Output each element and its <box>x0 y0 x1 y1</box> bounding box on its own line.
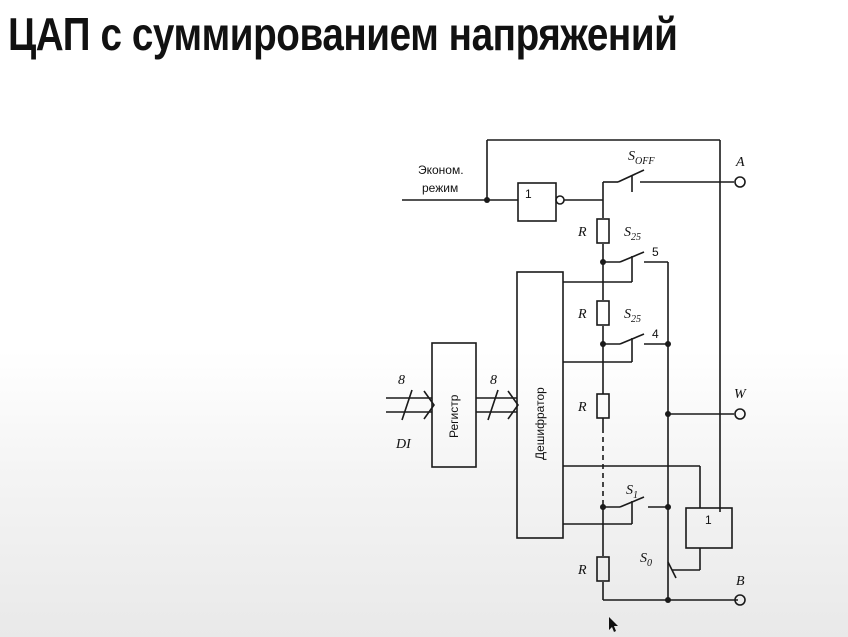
switch-1 <box>563 496 671 525</box>
switch-0-label: S0 <box>640 551 652 569</box>
resistor-4-label: R <box>577 563 587 578</box>
decoder-block <box>516 271 564 539</box>
mouse-cursor-icon <box>609 617 618 632</box>
economy-mode-input <box>402 139 721 512</box>
bus-width-in-label: 8 <box>398 373 405 388</box>
switch-25-upper-label: S25 <box>624 225 641 243</box>
register-block <box>431 342 477 468</box>
switch-off-label: SOFF <box>628 149 655 167</box>
terminal-a-label: A <box>735 155 745 170</box>
switch-25-lower-label: S25 <box>624 307 641 325</box>
or-gate <box>563 465 733 549</box>
resistor-2-label: R <box>577 307 587 322</box>
switch-0 <box>665 548 701 603</box>
resistor-2 <box>596 300 610 326</box>
economy-mode-label-line1: Эконом. <box>418 163 464 177</box>
resistor-4 <box>596 556 610 582</box>
terminal-w-label: W <box>734 387 747 402</box>
or-gate-symbol: 1 <box>705 513 712 527</box>
resistor-1-label: R <box>577 225 587 240</box>
data-in-label: DI <box>395 437 412 452</box>
resistor-3-label: R <box>577 400 587 415</box>
terminal-b-label: B <box>736 574 745 589</box>
decoder-label: Дешифратор <box>533 387 547 460</box>
terminal-b <box>734 594 746 606</box>
not-gate <box>517 182 603 222</box>
register-label: Регистр <box>447 394 461 438</box>
tap-4-label: 4 <box>652 327 659 341</box>
slide-title: ЦАП с суммированием напряжений <box>8 8 678 60</box>
terminal-a <box>734 176 746 188</box>
bus-width-out-label: 8 <box>490 373 497 388</box>
switch-25-lower <box>563 333 671 363</box>
economy-mode-label-line2: режим <box>422 181 458 195</box>
input-bus <box>386 389 435 421</box>
output-w-line <box>665 411 734 417</box>
resistor-1 <box>596 218 610 244</box>
switch-off <box>602 169 734 200</box>
switch-1-label: S1 <box>626 483 638 501</box>
not-gate-symbol: 1 <box>525 187 532 201</box>
terminal-w <box>734 408 746 420</box>
tap-5-label: 5 <box>652 245 659 259</box>
internal-bus <box>476 389 519 421</box>
resistor-3 <box>596 393 610 419</box>
switch-25-upper <box>563 251 669 600</box>
